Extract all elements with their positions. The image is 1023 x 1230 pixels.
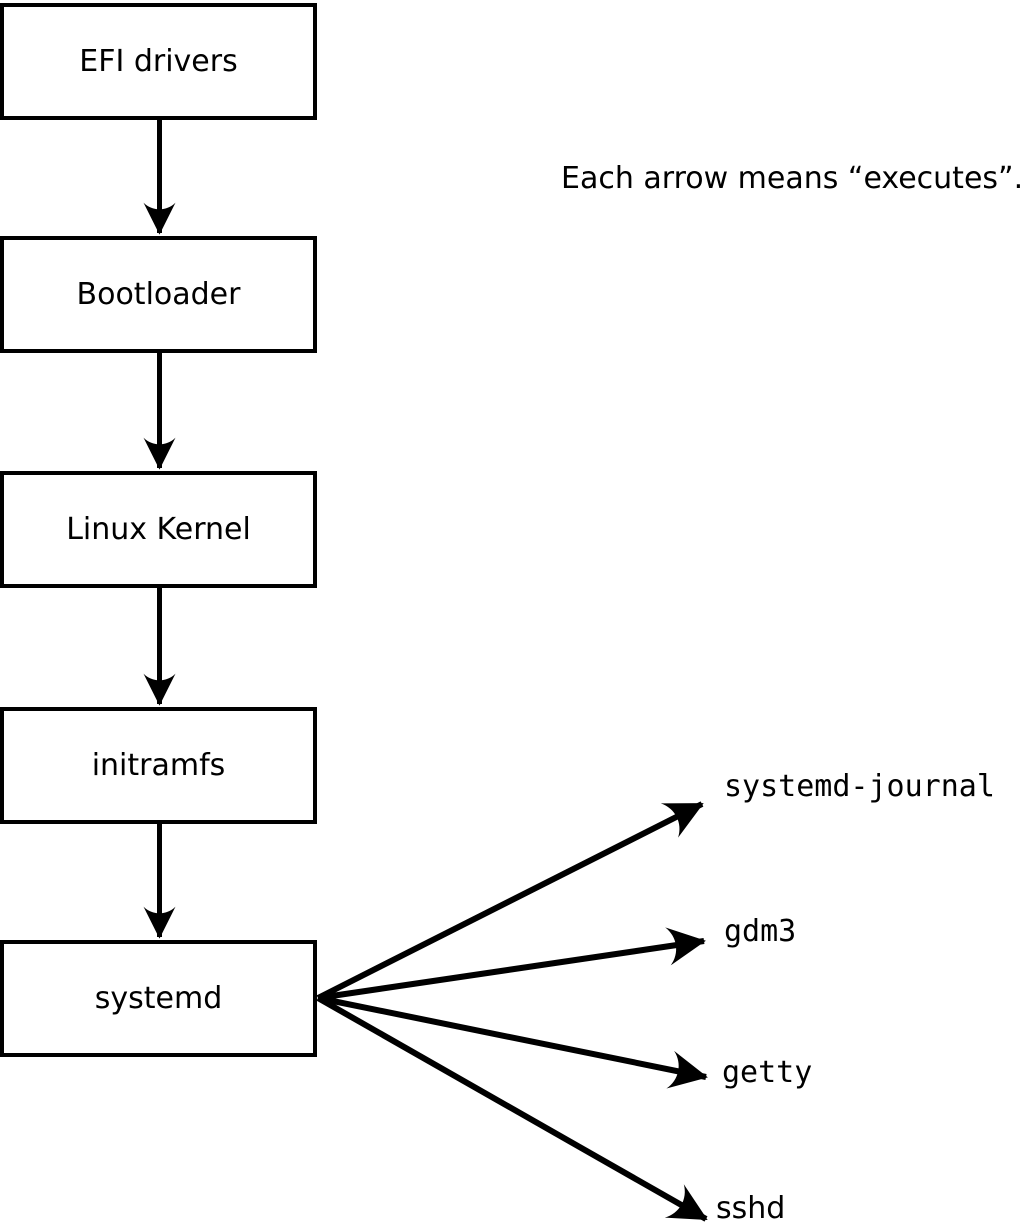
node-efi-drivers-label: EFI drivers xyxy=(79,43,238,79)
arrow-systemd-to-gdm3 xyxy=(317,927,706,1001)
arrow-systemd-to-sshd xyxy=(316,995,708,1222)
node-initramfs: initramfs xyxy=(0,707,317,824)
target-sshd: sshd xyxy=(716,1191,786,1226)
node-systemd: systemd xyxy=(0,940,317,1057)
target-getty: getty xyxy=(722,1055,813,1090)
node-bootloader-label: Bootloader xyxy=(76,276,241,312)
arrow-systemd-to-journal xyxy=(316,801,704,1001)
node-efi-drivers: EFI drivers xyxy=(0,3,317,120)
legend-note: Each arrow means “executes”. xyxy=(561,161,1023,196)
node-initramfs-label: initramfs xyxy=(91,747,226,783)
arrow-systemd-to-getty xyxy=(317,995,708,1089)
node-bootloader: Bootloader xyxy=(0,236,317,353)
node-systemd-label: systemd xyxy=(94,980,223,1016)
target-systemd-journal: systemd-journal xyxy=(724,769,995,804)
node-linux-kernel-label: Linux Kernel xyxy=(66,511,251,547)
node-linux-kernel: Linux Kernel xyxy=(0,471,317,588)
target-gdm3: gdm3 xyxy=(724,914,797,949)
